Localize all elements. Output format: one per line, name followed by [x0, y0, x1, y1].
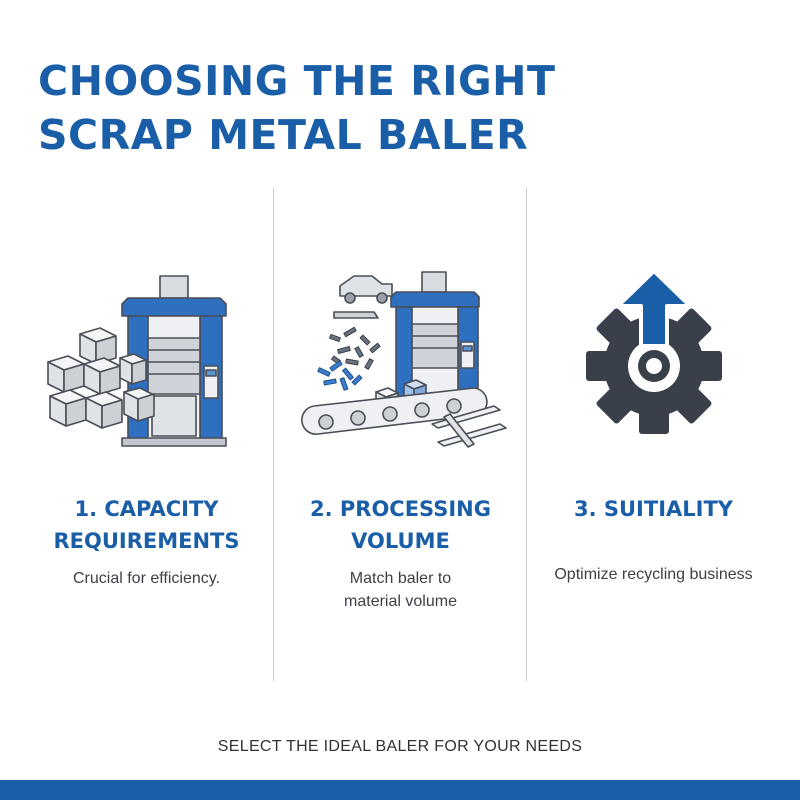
footer-tagline: SELECT THE IDEAL BALER FOR YOUR NEEDS [217, 738, 583, 755]
column-divider-1 [273, 188, 274, 681]
title-line-1: CHOOSING THE RIGHT [38, 57, 556, 105]
title-line-2: SCRAP METAL BALER [38, 111, 529, 159]
description-suitability: Optimize recycling business [554, 566, 753, 583]
heading-capacity: 1. CAPACITY REQUIREMENTS [53, 497, 240, 553]
description-processing: Match baler to material volume [344, 570, 457, 610]
up-arrow-icon [616, 269, 692, 348]
column-processing: 2. PROCESSING VOLUME Match baler to mate… [274, 188, 527, 681]
column-suitability: 3. SUITIALITY Optimize recycling busines… [527, 188, 780, 681]
gear-up-arrow-icon [586, 269, 722, 434]
baler-conveyor-scrap-icon [301, 271, 507, 448]
column-divider-2 [526, 188, 527, 681]
baler-with-metal-cubes-icon [47, 275, 227, 447]
heading-suitability: 3. SUITIALITY [573, 497, 733, 521]
heading-processing: 2. PROCESSING VOLUME [309, 497, 491, 553]
footer-bar [0, 780, 800, 800]
description-capacity: Crucial for efficiency. [72, 570, 220, 587]
page-title: CHOOSING THE RIGHT SCRAP METAL BALER [38, 54, 555, 162]
column-capacity: 1. CAPACITY REQUIREMENTS Crucial for eff… [20, 188, 273, 681]
